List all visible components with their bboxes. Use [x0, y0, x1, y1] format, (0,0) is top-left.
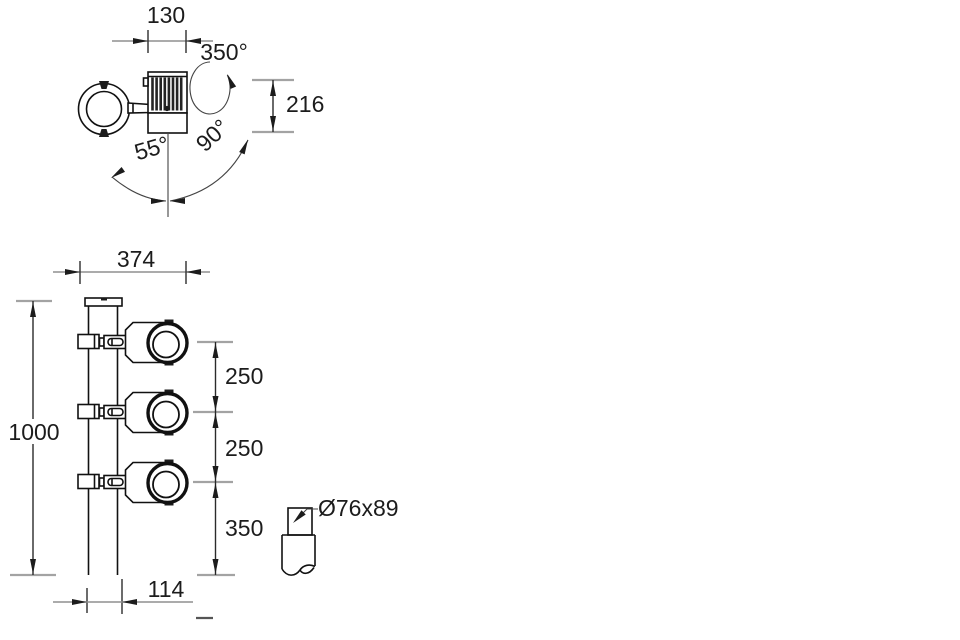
lamp-unit-3	[77, 459, 189, 506]
arrowhead	[270, 116, 276, 131]
arrowhead	[293, 510, 306, 523]
arrowhead	[111, 166, 126, 178]
mounting-arm	[127, 102, 151, 114]
dim-base-offset: 114	[53, 576, 193, 614]
arrowhead	[133, 38, 148, 44]
lens-top-clip	[99, 81, 109, 89]
arrowhead	[270, 81, 276, 96]
arrowhead	[151, 198, 166, 204]
lamp-unit-2	[77, 389, 189, 436]
arrowhead	[30, 302, 36, 317]
heatsink-fins	[151, 77, 183, 111]
lamp-unit-1	[77, 319, 189, 366]
adapter-tube	[287, 507, 313, 536]
tube-size-leader: Ø76x89	[293, 495, 399, 523]
dim-spacing-chain: 250 250 350	[193, 340, 263, 577]
dim-overall-height-label: 1000	[8, 419, 59, 445]
clamp-block	[77, 473, 100, 490]
dim-base-offset-label: 114	[148, 576, 185, 602]
lamp-lens-inner	[152, 400, 180, 429]
lamp-lens-outer	[146, 391, 189, 435]
arrowhead	[186, 269, 201, 275]
lens-inner-ring	[85, 90, 123, 128]
dim-spacing-1-label: 250	[225, 363, 263, 389]
bracket-slot	[107, 337, 124, 347]
spotlight-side-view: 130	[77, 2, 324, 217]
tube-size-label: Ø76x89	[318, 495, 399, 521]
arrowhead	[65, 269, 80, 275]
heatsink	[142, 71, 188, 114]
arrowhead	[212, 396, 219, 411]
rotation-label: 350°	[200, 39, 248, 65]
dim-head-width: 130	[112, 2, 213, 53]
dim-overall-width-label: 374	[117, 246, 156, 272]
dim-spacing-2-label: 250	[225, 435, 263, 461]
arrowhead	[227, 74, 237, 89]
arrowhead	[212, 343, 219, 358]
pivot-bolt	[164, 105, 170, 112]
arrowhead	[212, 413, 219, 428]
arrowhead	[212, 559, 219, 574]
lamp-lens-outer	[146, 321, 189, 365]
dim-overall-width: 374	[53, 246, 210, 284]
arrowhead	[186, 38, 201, 44]
arrowhead	[72, 599, 87, 605]
arrowhead	[239, 139, 248, 155]
lamp-lens-outer	[146, 461, 189, 505]
bracket-slot	[107, 477, 124, 487]
arrowhead	[122, 599, 137, 605]
pole-assembly-view: 374 1000	[8, 246, 263, 620]
bracket-slot	[107, 407, 124, 417]
pipe-break-line	[281, 564, 316, 576]
pole-mount-detail: Ø76x89	[281, 495, 399, 576]
arrowhead	[30, 559, 36, 574]
rotation-indicator-350: 350°	[189, 39, 248, 115]
heatsink-side-tab	[142, 77, 149, 87]
junction-box	[147, 112, 188, 134]
dim-head-height: 216	[252, 78, 324, 134]
dim-head-width-label: 130	[147, 2, 185, 28]
arrowhead	[170, 198, 185, 204]
lamp-lens-inner	[152, 330, 180, 359]
dim-head-height-label: 216	[286, 91, 324, 117]
lens-bottom-clip	[99, 129, 109, 137]
dim-overall-height: 1000	[8, 299, 60, 577]
lamp-lens-inner	[152, 470, 180, 499]
arrowhead	[212, 483, 219, 498]
dim-spacing-3-label: 350	[225, 515, 263, 541]
arrowhead	[212, 466, 219, 481]
pole-tube	[281, 534, 316, 576]
clamp-block	[77, 403, 100, 420]
pole	[84, 297, 123, 575]
rotation-arc	[189, 61, 231, 115]
clamp-block	[77, 333, 100, 350]
